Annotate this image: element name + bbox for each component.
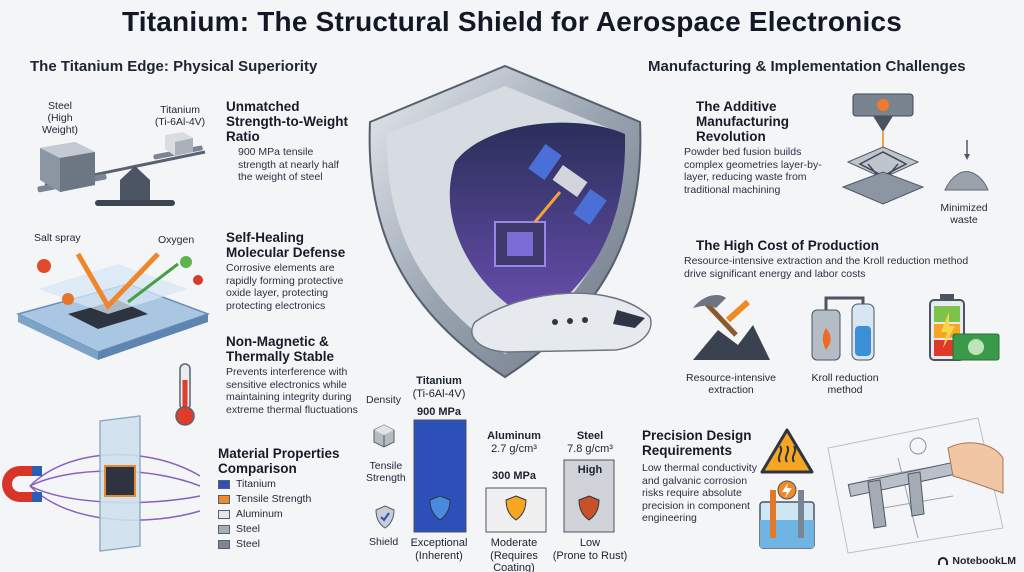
magnet-field-icon bbox=[2, 415, 201, 552]
right-section-heading: Manufacturing & Implementation Challenge… bbox=[648, 58, 966, 75]
scale-titanium-label: Titanium (Ti-6Al-4V) bbox=[154, 104, 206, 128]
caliper-blueprint-icon bbox=[827, 417, 1004, 554]
feature-strength-title: Unmatched Strength-to-Weight Ratio bbox=[226, 99, 348, 144]
shield-label-steel: Low (Prone to Rust) bbox=[552, 537, 628, 562]
precision-desc: Low thermal conductivity and galvanic co… bbox=[642, 462, 757, 524]
value-label-aluminum: 300 MPa bbox=[491, 470, 537, 482]
bar-steel-shield-badge bbox=[578, 495, 600, 521]
heat-warning-icon bbox=[760, 428, 814, 474]
legend-item: Steel bbox=[218, 523, 260, 535]
thermometer-icon bbox=[175, 363, 195, 426]
bar-titanium-shield-badge bbox=[429, 495, 451, 521]
notebooklm-logo-icon bbox=[938, 557, 949, 565]
extraction-label: Resource-intensive extraction bbox=[686, 372, 776, 396]
shield-label-titanium: Exceptional (Inherent) bbox=[410, 537, 468, 562]
value-label-titanium: 900 MPa bbox=[416, 406, 462, 418]
col-steel-header: Steel 7.8 g/cm³ bbox=[567, 430, 613, 455]
value-label-steel: High bbox=[577, 464, 603, 476]
row-label-tensile: Tensile Strength bbox=[366, 460, 406, 484]
feature-nonmagnetic-desc: Prevents interference with sensitive ele… bbox=[226, 366, 358, 416]
bar-aluminum-shield-badge bbox=[505, 495, 527, 521]
oxygen-label: Oxygen bbox=[158, 234, 195, 246]
feature-selfhealing-title: Self-Healing Molecular Defense bbox=[226, 230, 346, 260]
shield-label-aluminum: Moderate (Requires Coating) bbox=[490, 537, 538, 572]
salt-spray-label: Salt spray bbox=[34, 232, 81, 244]
feature-nonmagnetic-title: Non-Magnetic & Thermally Stable bbox=[226, 334, 335, 364]
cost-desc: Resource-intensive extraction and the Kr… bbox=[684, 255, 969, 280]
legend-item: Aluminum bbox=[218, 508, 283, 520]
left-section-heading: The Titanium Edge: Physical Superiority bbox=[30, 58, 318, 75]
row-label-shield: Shield bbox=[369, 536, 399, 548]
shield-illustration bbox=[368, 64, 652, 379]
page-title: Titanium: The Structural Shield for Aero… bbox=[121, 6, 903, 37]
scale-steel-label: Steel (High Weight) bbox=[42, 100, 78, 136]
col-titanium-header: Titanium (Ti-6Al-4V) bbox=[412, 375, 466, 400]
kroll-label: Kroll reduction method bbox=[811, 372, 879, 396]
legend-item: Titanium bbox=[218, 478, 276, 490]
notebooklm-watermark: NotebookLM bbox=[938, 555, 1016, 567]
minimized-waste-label: Minimized waste bbox=[940, 202, 988, 226]
legend-item: Steel bbox=[218, 538, 260, 550]
additive-desc: Powder bed fusion builds complex geometr… bbox=[684, 146, 822, 196]
precision-title: Precision Design Requirements bbox=[642, 428, 752, 458]
row-label-density: Density bbox=[366, 394, 402, 406]
circuit-board-icon bbox=[15, 252, 211, 360]
legend-item: Tensile Strength bbox=[218, 493, 311, 505]
feature-strength-desc: 900 MPa tensile strength at nearly half … bbox=[238, 146, 339, 183]
kroll-reactor-icon bbox=[811, 296, 875, 361]
additive-title: The Additive Manufacturing Revolution bbox=[696, 99, 789, 144]
battery-cost-icon bbox=[929, 294, 1000, 361]
feature-selfhealing-desc: Corrosive elements are rapidly forming p… bbox=[226, 262, 344, 312]
shield-row-icon bbox=[375, 505, 395, 529]
density-cube-icon bbox=[373, 424, 395, 448]
pickaxe-icon bbox=[693, 295, 770, 360]
comparison-title: Material Properties Comparison bbox=[218, 446, 340, 476]
cost-title: The High Cost of Production bbox=[696, 238, 879, 253]
3d-printer-icon bbox=[841, 93, 925, 205]
balance-scale-icon bbox=[37, 132, 206, 206]
material-bar-chart bbox=[413, 419, 615, 533]
galvanic-cell-icon bbox=[759, 480, 815, 549]
col-aluminum-header: Aluminum 2.7 g/cm³ bbox=[487, 430, 541, 455]
waste-pile-icon bbox=[944, 140, 989, 191]
